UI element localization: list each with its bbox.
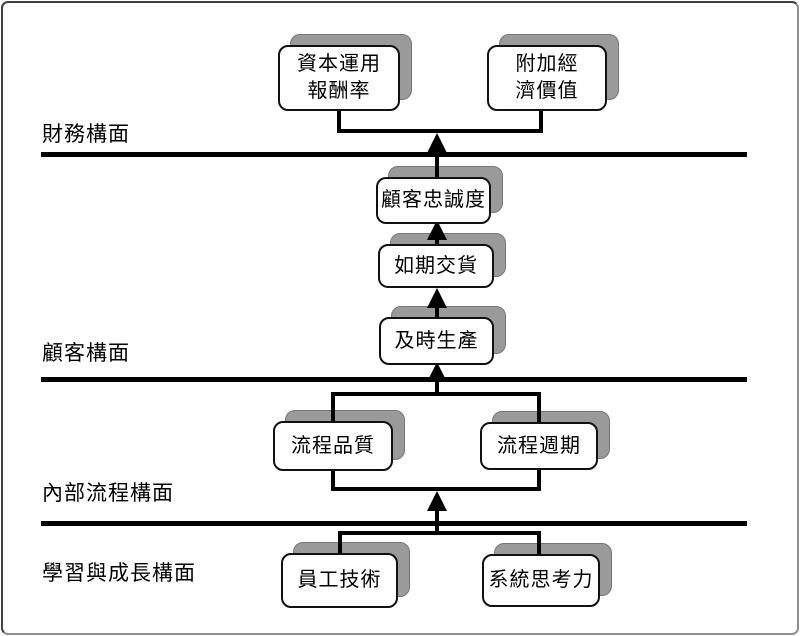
connector-skills-rise bbox=[338, 533, 342, 554]
node-label: 及時生產 bbox=[394, 329, 479, 352]
node-customer-loyalty: 顧客忠誠度 bbox=[376, 166, 503, 224]
connector-loyalty-to-financial bbox=[435, 151, 439, 178]
node-label: 系統思考力 bbox=[488, 569, 594, 591]
node-label: 資本運用 報酬率 bbox=[297, 53, 381, 102]
section-divider-financial bbox=[41, 152, 747, 157]
node-label: 附加經 濟價值 bbox=[515, 53, 579, 102]
node-systems-thinking: 系統思考力 bbox=[482, 543, 612, 607]
node-employee-skills: 員工技術 bbox=[281, 542, 410, 608]
connector-process-top-join bbox=[331, 392, 541, 396]
perspective-label-financial: 財務構面 bbox=[42, 122, 130, 146]
node-box: 顧客忠誠度 bbox=[376, 177, 491, 224]
connector-process-to-jit bbox=[435, 380, 439, 396]
node-box: 系統思考力 bbox=[482, 554, 600, 607]
node-box: 員工技術 bbox=[281, 553, 398, 608]
node-box: 及時生產 bbox=[379, 317, 494, 365]
connector-cycle-drop bbox=[537, 468, 541, 490]
node-label: 流程週期 bbox=[497, 434, 581, 457]
connector-quality-drop bbox=[331, 469, 335, 490]
perspective-label-customer: 顧客構面 bbox=[42, 341, 130, 365]
node-process-quality: 流程品質 bbox=[273, 410, 405, 471]
connector-quality-rise bbox=[331, 394, 335, 423]
arrow-up-icon bbox=[427, 133, 447, 153]
section-divider-internal-process bbox=[41, 521, 747, 526]
connector-systems-rise bbox=[537, 533, 541, 555]
node-economic-value-added: 附加經 濟價值 bbox=[487, 34, 619, 111]
node-label: 員工技術 bbox=[297, 569, 382, 591]
node-box: 如期交貨 bbox=[378, 244, 494, 288]
connector-roce-drop bbox=[337, 108, 341, 133]
node-label: 如期交貨 bbox=[394, 254, 478, 277]
node-box: 流程週期 bbox=[480, 422, 598, 470]
connector-learning-join bbox=[338, 531, 541, 535]
node-label: 顧客忠誠度 bbox=[381, 189, 486, 211]
arrow-up-icon bbox=[427, 288, 447, 308]
connector-process-bottom-join bbox=[331, 487, 541, 491]
node-label: 流程品質 bbox=[291, 434, 375, 457]
connector-jit-to-delivery bbox=[435, 306, 439, 319]
perspective-label-internal-process: 內部流程構面 bbox=[42, 481, 174, 505]
arrow-up-icon bbox=[427, 491, 447, 511]
node-just-in-time-production: 及時生產 bbox=[379, 306, 506, 365]
arrow-up-icon bbox=[427, 362, 447, 382]
node-on-time-delivery: 如期交貨 bbox=[378, 233, 506, 288]
section-divider-customer bbox=[41, 377, 747, 382]
node-box: 流程品質 bbox=[273, 421, 393, 471]
node-box: 附加經 濟價值 bbox=[487, 45, 607, 111]
connector-delivery-to-loyalty bbox=[435, 238, 439, 247]
arrow-up-icon bbox=[427, 220, 447, 240]
connector-eva-drop bbox=[539, 108, 543, 133]
node-return-on-capital-employed: 資本運用 報酬率 bbox=[278, 34, 412, 111]
connector-cycle-rise bbox=[537, 394, 541, 424]
connector-learning-to-process bbox=[435, 509, 439, 533]
connector-financial-join bbox=[337, 129, 543, 133]
node-process-cycle-time: 流程週期 bbox=[480, 411, 610, 470]
node-box: 資本運用 報酬率 bbox=[278, 45, 400, 111]
perspective-label-learning-growth: 學習與成長構面 bbox=[42, 561, 196, 585]
